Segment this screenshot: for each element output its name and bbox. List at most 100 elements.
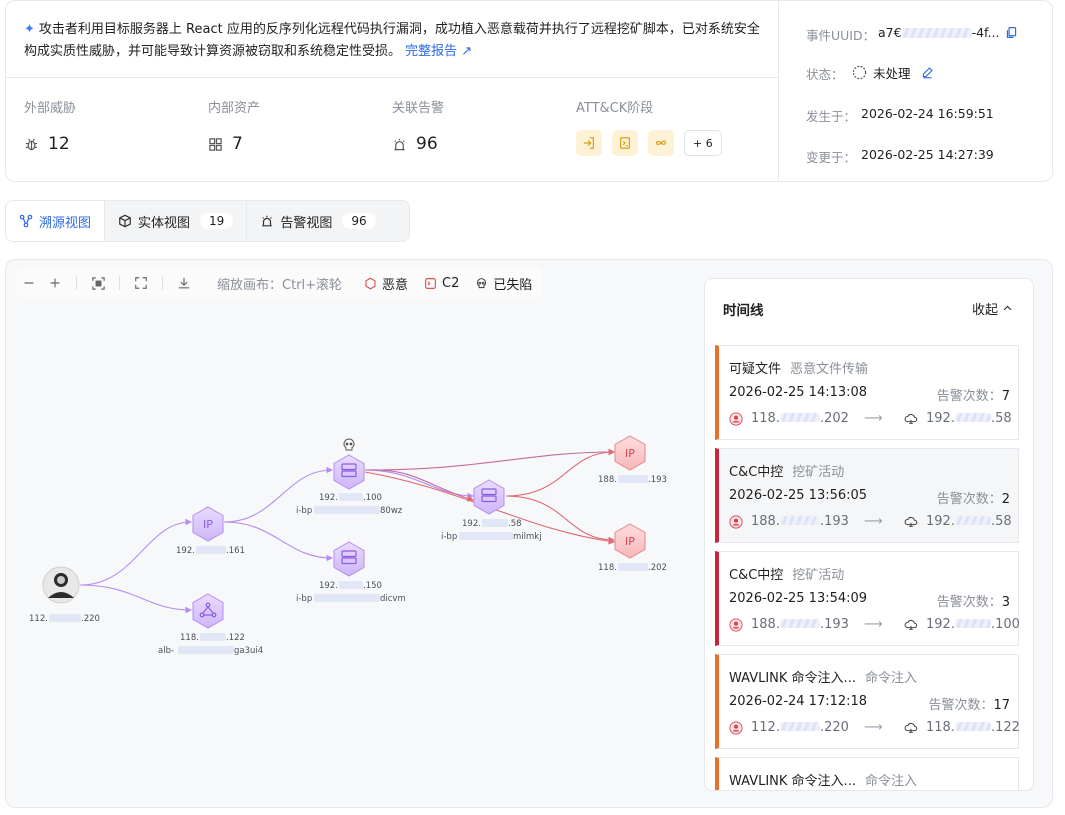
count-label: 告警次数： <box>928 698 994 713</box>
graph-node-ip-161[interactable]: IP 192. .161 <box>176 506 245 556</box>
tab-entity-view[interactable]: 实体视图 19 <box>105 201 248 241</box>
divider <box>76 276 77 290</box>
stat-related-alerts[interactable]: 96 <box>392 134 438 154</box>
timeline-collapse-button[interactable]: 收起 <box>972 299 1013 318</box>
timeline-event[interactable]: 可疑文件恶意文件传输 2026-02-25 14:13:08 告警次数：7 11… <box>715 345 1019 440</box>
attck-phase-initial-access[interactable] <box>576 130 602 156</box>
canvas-toolbar: 缩放画布：Ctrl+滚轮 恶意 C2 已失陷 <box>16 268 543 298</box>
incident-description: ✦攻击者利用目标服务器上 React 应用的反序列化远程代码执行漏洞，成功植入恶… <box>24 19 764 63</box>
event-title: 可疑文件恶意文件传输 <box>729 358 868 377</box>
zoom-out-button[interactable] <box>16 270 42 296</box>
entry-icon <box>583 137 594 149</box>
event-category: C&C中控 <box>729 465 784 480</box>
copy-icon[interactable] <box>1005 26 1018 39</box>
cloud-host-icon <box>904 516 918 527</box>
event-time: 2026-02-25 13:54:09 <box>729 591 868 606</box>
count-label: 告警次数： <box>936 389 1002 404</box>
graph-node-loadbalancer-122[interactable]: 118. .122 alb- ga3ui4 <box>158 593 263 656</box>
ip-prefix: 192. <box>926 411 955 426</box>
uuid-value: a7€ -4f... <box>878 25 1018 40</box>
ip-suffix: .122 <box>990 720 1020 735</box>
graph-node-server-100[interactable]: 192. .100 i-bp 80wz <box>296 454 403 516</box>
legend-c2: C2 <box>424 276 459 291</box>
event-path: 112..220 ⟶ 118..122 <box>729 720 1033 735</box>
redacted-text <box>482 519 508 527</box>
node-instance-tail: milmkj <box>513 532 542 542</box>
node-ip-label-tail: .150 <box>363 581 382 591</box>
node-type-text: IP <box>203 518 213 531</box>
tab-trace-view[interactable]: 溯源视图 <box>6 201 106 241</box>
count-value: 2 <box>1001 492 1010 507</box>
cube-icon <box>119 214 131 228</box>
event-path: 118..202 ⟶ 192..58 <box>729 411 1033 426</box>
stat-value: 96 <box>416 134 438 154</box>
tab-count-badge: 19 <box>200 213 234 229</box>
graph-edge <box>364 448 616 471</box>
trace-graph[interactable]: 112. .220 IP 192. .161 118. .122 alb- ga… <box>6 260 706 808</box>
attck-phase-execution[interactable] <box>612 130 638 156</box>
node-ip-label: 192. <box>462 519 481 529</box>
zoom-in-button[interactable] <box>42 270 68 296</box>
alarm-icon <box>394 138 405 150</box>
legend-label: C2 <box>442 275 460 291</box>
event-alert-count: 告警次数：17 <box>928 694 1010 713</box>
ip-suffix: .100 <box>990 617 1020 632</box>
edit-icon[interactable] <box>921 66 934 79</box>
download-button[interactable] <box>171 270 197 296</box>
graph-node-server-150[interactable]: 192. .150 i-bp dicvm <box>296 541 406 604</box>
attck-more-button[interactable]: + 6 <box>684 130 722 156</box>
timeline-event[interactable]: WAVLINK 命令注入...命令注入 <box>715 757 1019 790</box>
redacted-text <box>779 619 820 628</box>
node-instance-label: i-bp <box>296 594 312 604</box>
graph-node-attacker[interactable]: 112. .220 <box>29 566 100 624</box>
hexagon-icon <box>365 277 376 289</box>
legend-label: 恶意 <box>382 277 409 293</box>
status-value[interactable]: 未处理 <box>852 63 934 82</box>
timeline-event[interactable]: C&C中控挖矿活动 2026-02-25 13:56:05 告警次数：2 188… <box>715 448 1019 543</box>
attck-phase-persistence[interactable] <box>648 130 674 156</box>
event-source: 118..202 <box>729 411 864 426</box>
legend-compromised: 已失陷 <box>475 274 532 293</box>
status-label: 状态： <box>806 67 844 82</box>
fit-view-button[interactable] <box>85 270 111 296</box>
status-text: 未处理 <box>873 66 911 81</box>
event-category: WAVLINK 命令注入... <box>729 671 856 686</box>
fullscreen-button[interactable] <box>128 270 154 296</box>
minus-icon <box>24 282 34 284</box>
tab-count-badge: 96 <box>342 213 376 229</box>
server-icon <box>341 550 357 565</box>
graph-node-malicious-ip-202[interactable]: IP 118. .202 <box>598 523 667 573</box>
node-ip-label-tail: .161 <box>226 546 245 556</box>
ip-suffix: .193 <box>819 617 849 632</box>
timeline-event[interactable]: WAVLINK 命令注入...命令注入 2026-02-24 17:12:18 … <box>715 654 1020 749</box>
node-ip-label: 192. <box>319 493 338 503</box>
redacted-text <box>901 27 972 38</box>
event-subtype: 挖矿活动 <box>792 465 845 480</box>
arrow-right-icon: ⟶ <box>864 514 883 529</box>
stat-internal-assets[interactable]: 7 <box>208 134 243 154</box>
tab-alert-view[interactable]: 告警视图 96 <box>247 201 388 241</box>
redacted-text <box>954 619 991 628</box>
node-instance-tail: 80wz <box>380 506 403 516</box>
stat-external-threats[interactable]: 12 <box>24 134 70 154</box>
ip-suffix: .202 <box>819 411 849 426</box>
cloud-host-icon <box>904 413 918 424</box>
legend-malicious: 恶意 <box>364 274 408 293</box>
divider <box>6 77 778 78</box>
graph-edge <box>223 521 334 562</box>
tab-label: 溯源视图 <box>39 215 92 231</box>
event-alert-count: 告警次数：3 <box>937 591 1010 610</box>
uuid-prefix: a7€ <box>878 25 902 40</box>
alarm-icon <box>262 215 273 227</box>
graph-edge <box>79 584 193 614</box>
graph-node-server-58[interactable]: 192. .58 i-bp milmkj <box>441 479 542 542</box>
arrow-right-icon: ⟶ <box>864 720 883 735</box>
download-icon <box>178 277 190 289</box>
full-report-link[interactable]: 完整报告 ↗ <box>405 44 473 59</box>
node-instance-label: alb- <box>158 646 174 656</box>
timeline-event[interactable]: C&C中控挖矿活动 2026-02-25 13:54:09 告警次数：3 188… <box>715 551 1020 646</box>
node-ip-label-tail: .202 <box>648 563 667 573</box>
graph-node-malicious-ip-193[interactable]: IP 188. .193 <box>598 435 667 485</box>
uuid-suffix: -4f... <box>971 25 1000 40</box>
event-time: 2026-02-25 14:13:08 <box>729 385 868 400</box>
